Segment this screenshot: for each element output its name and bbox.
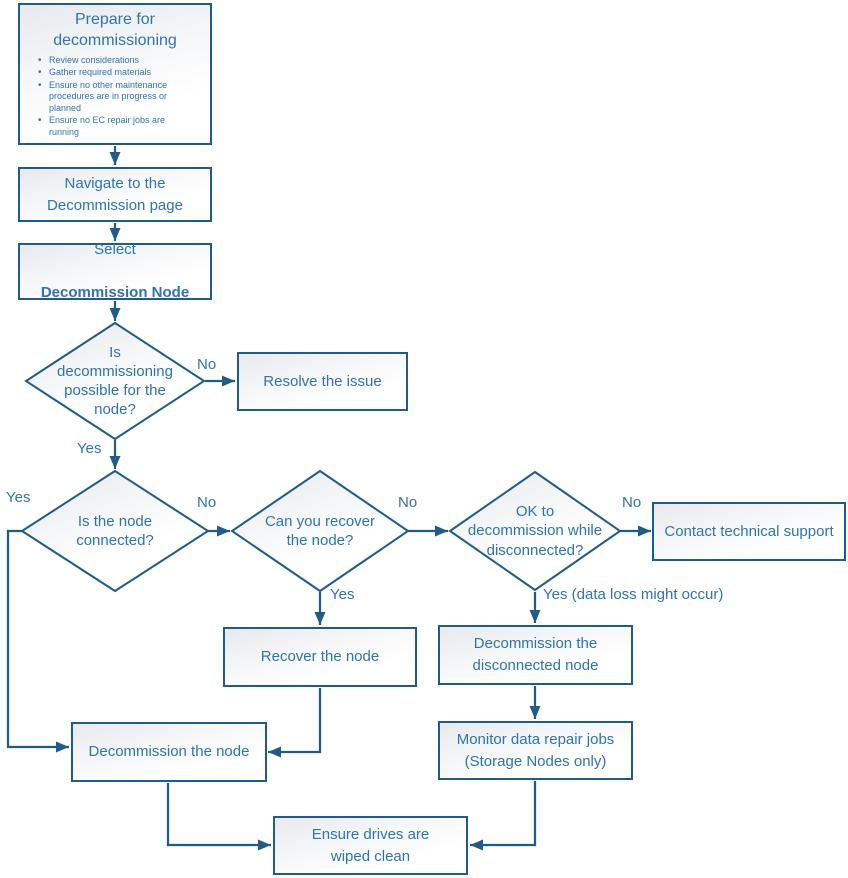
decision-ok-disconnected-label: OK to decommission while disconnected? [467,503,603,559]
node-monitor-repair-jobs-label: Monitor data repair jobs (Storage Nodes … [456,730,615,770]
edge-label-ok-yes: Yes (data loss might occur) [543,586,724,603]
decision-recover-shape [230,469,410,593]
edge-label-possible-yes: Yes [77,440,102,457]
node-recover: Recover the node [223,627,417,687]
decision-ok-disconnected-shape [448,470,622,592]
decision-connected-label: Is the node connected? [76,512,154,549]
node-prepare-title: Prepare for decommissioning [53,11,177,49]
edge-label-recover-yes: Yes [330,586,355,603]
node-select-decommission: Select Decommission Node [18,241,212,301]
node-decommission-disconnected: Decommission the disconnected node [438,625,633,685]
bullet-item: Gather required materials [36,67,185,79]
decision-connected-shape [20,469,210,593]
node-recover-label: Recover the node [260,648,380,666]
node-select-line1: Select [94,240,136,258]
node-ensure-drives-label: Ensure drives are wiped clean [311,825,430,865]
bullet-item: Ensure no EC repair jobs are running [36,115,185,138]
node-ensure-drives: Ensure drives are wiped clean [273,816,468,875]
node-navigate-label: Navigate to the Decommission page [47,174,183,214]
node-contact-support: Contact technical support [652,502,846,561]
node-monitor-repair-jobs: Monitor data repair jobs (Storage Nodes … [438,721,633,780]
node-decommission-node: Decommission the node [71,722,267,782]
node-decommission-node-label: Decommission the node [88,743,250,761]
edge-label-connected-yes: Yes [6,489,31,506]
edge-connected-yes-to-decommission-node [6,529,69,753]
bullet-item: Review considerations [36,55,185,67]
bullet-item: Ensure no other maintenance procedures a… [36,80,185,115]
edge-label-possible-no: No [197,356,217,373]
node-resolve-issue: Resolve the issue [237,352,408,411]
edge-decommission-node-to-ensure [166,783,271,851]
node-prepare-bullets: Review considerations Gather required ma… [24,55,206,140]
edge-label-connected-no: No [197,494,217,511]
node-select-line2: Decommission Node [40,284,190,302]
decision-recover-label: Can you recover the node? [264,512,376,549]
edge-recover-to-decommission-node [268,688,322,758]
node-contact-support-label: Contact technical support [664,522,834,540]
edge-label-ok-no: No [622,494,642,511]
edge-label-recover-no: No [398,494,418,511]
decision-possible-shape [24,321,206,441]
edge-monitor-to-ensure [470,781,537,851]
node-prepare: Prepare for decommissioning Review consi… [18,3,212,145]
decision-possible-label: Is decommissioning possible for the node… [57,343,173,419]
node-decommission-disconnected-label: Decommission the disconnected node [472,635,599,674]
node-navigate: Navigate to the Decommission page [18,167,212,222]
node-resolve-issue-label: Resolve the issue [263,372,382,390]
